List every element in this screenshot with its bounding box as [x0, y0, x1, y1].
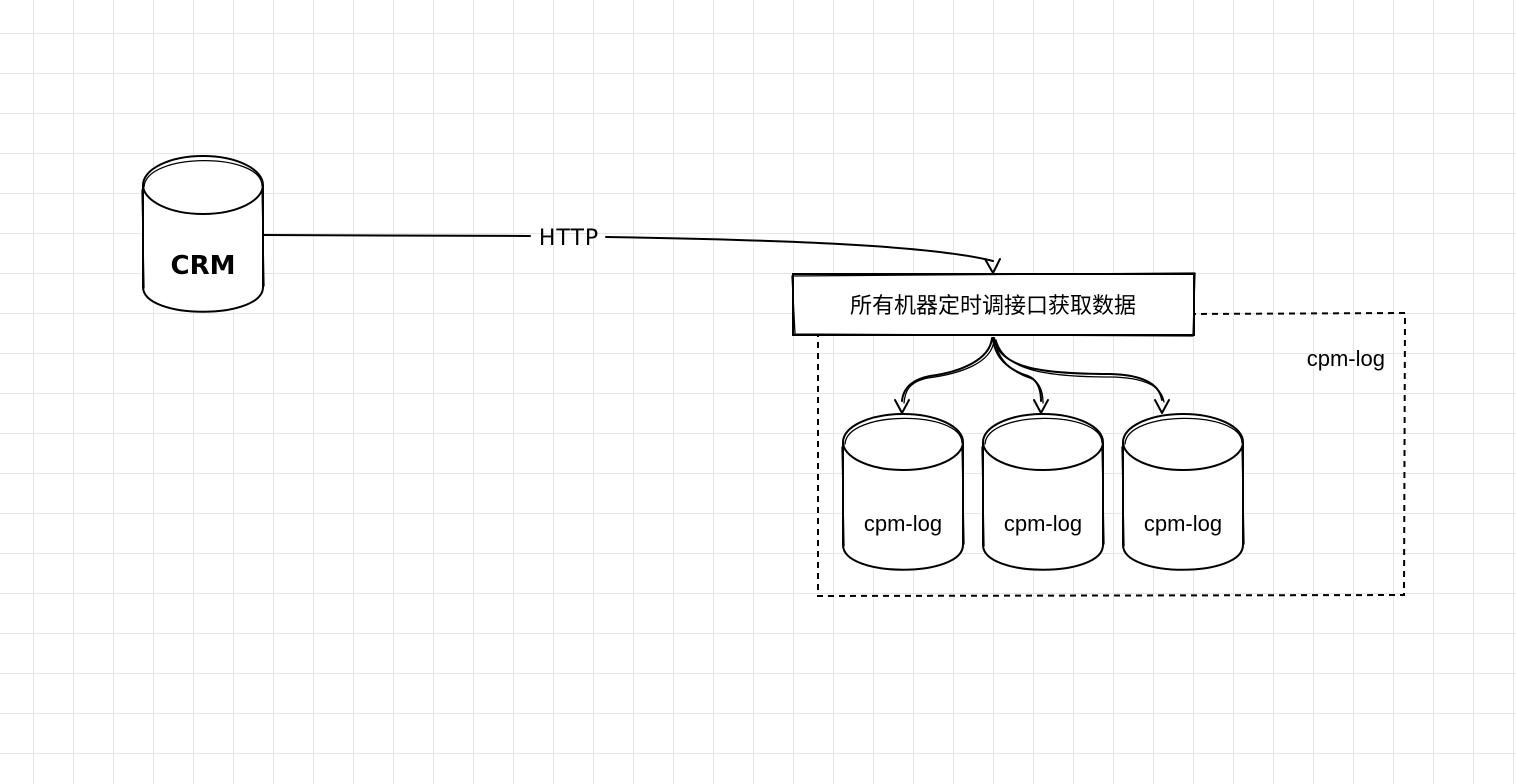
db1-cylinder-top [842, 413, 964, 471]
crm-cylinder-sketch [141, 159, 265, 289]
edge-process-db3-line [993, 337, 1163, 401]
crm-cylinder-body [142, 185, 264, 313]
edge-process-db2-line [992, 337, 1042, 402]
edge-http-line [262, 234, 531, 237]
db3-label: cpm-log [1144, 511, 1222, 536]
edge-http[interactable]: HTTP [262, 226, 1001, 274]
db-node-1[interactable]: cpm-log [841, 413, 965, 571]
edge-process-db2-arrowhead [1033, 399, 1049, 414]
edge-process-db3-arrowhead [1154, 399, 1170, 414]
process-box [792, 273, 1195, 336]
edge-process-db3-line-b [995, 339, 1165, 403]
edge-process-db1[interactable] [894, 337, 995, 414]
crm-node[interactable]: CRM [141, 155, 265, 313]
crm-cylinder-top [142, 155, 264, 215]
edge-process-db1-line-b [903, 339, 995, 404]
edge-process-db1-line [901, 337, 993, 402]
db2-cylinder-sketch [981, 417, 1105, 547]
db3-cylinder-body [1122, 442, 1244, 571]
process-box-sketch [791, 272, 1196, 337]
edge-process-db2[interactable] [992, 337, 1049, 414]
edge-http-label: HTTP [539, 226, 599, 251]
edge-http-line-2 [605, 236, 994, 262]
edge-process-db2-line-b [994, 339, 1044, 404]
db2-cylinder-body [982, 442, 1104, 571]
db-node-2[interactable]: cpm-log [981, 413, 1105, 571]
crm-label: CRM [171, 251, 236, 281]
edge-process-db1-arrowhead [894, 399, 910, 414]
cpm-log-group[interactable]: cpm-log [817, 311, 1407, 598]
db1-label: cpm-log [864, 511, 942, 536]
edge-process-db3[interactable] [993, 337, 1170, 414]
db-node-3[interactable]: cpm-log [1121, 413, 1245, 571]
db2-cylinder-top [982, 413, 1104, 471]
group-label: cpm-log [1307, 346, 1385, 371]
group-border [817, 311, 1407, 598]
db1-cylinder-sketch [841, 417, 965, 547]
process-label: 所有机器定时调接口获取数据 [850, 294, 1136, 319]
db3-cylinder-sketch [1121, 417, 1245, 547]
process-node[interactable]: 所有机器定时调接口获取数据 [791, 272, 1196, 337]
db1-cylinder-body [842, 442, 964, 571]
db3-cylinder-top [1122, 413, 1244, 471]
db2-label: cpm-log [1004, 511, 1082, 536]
